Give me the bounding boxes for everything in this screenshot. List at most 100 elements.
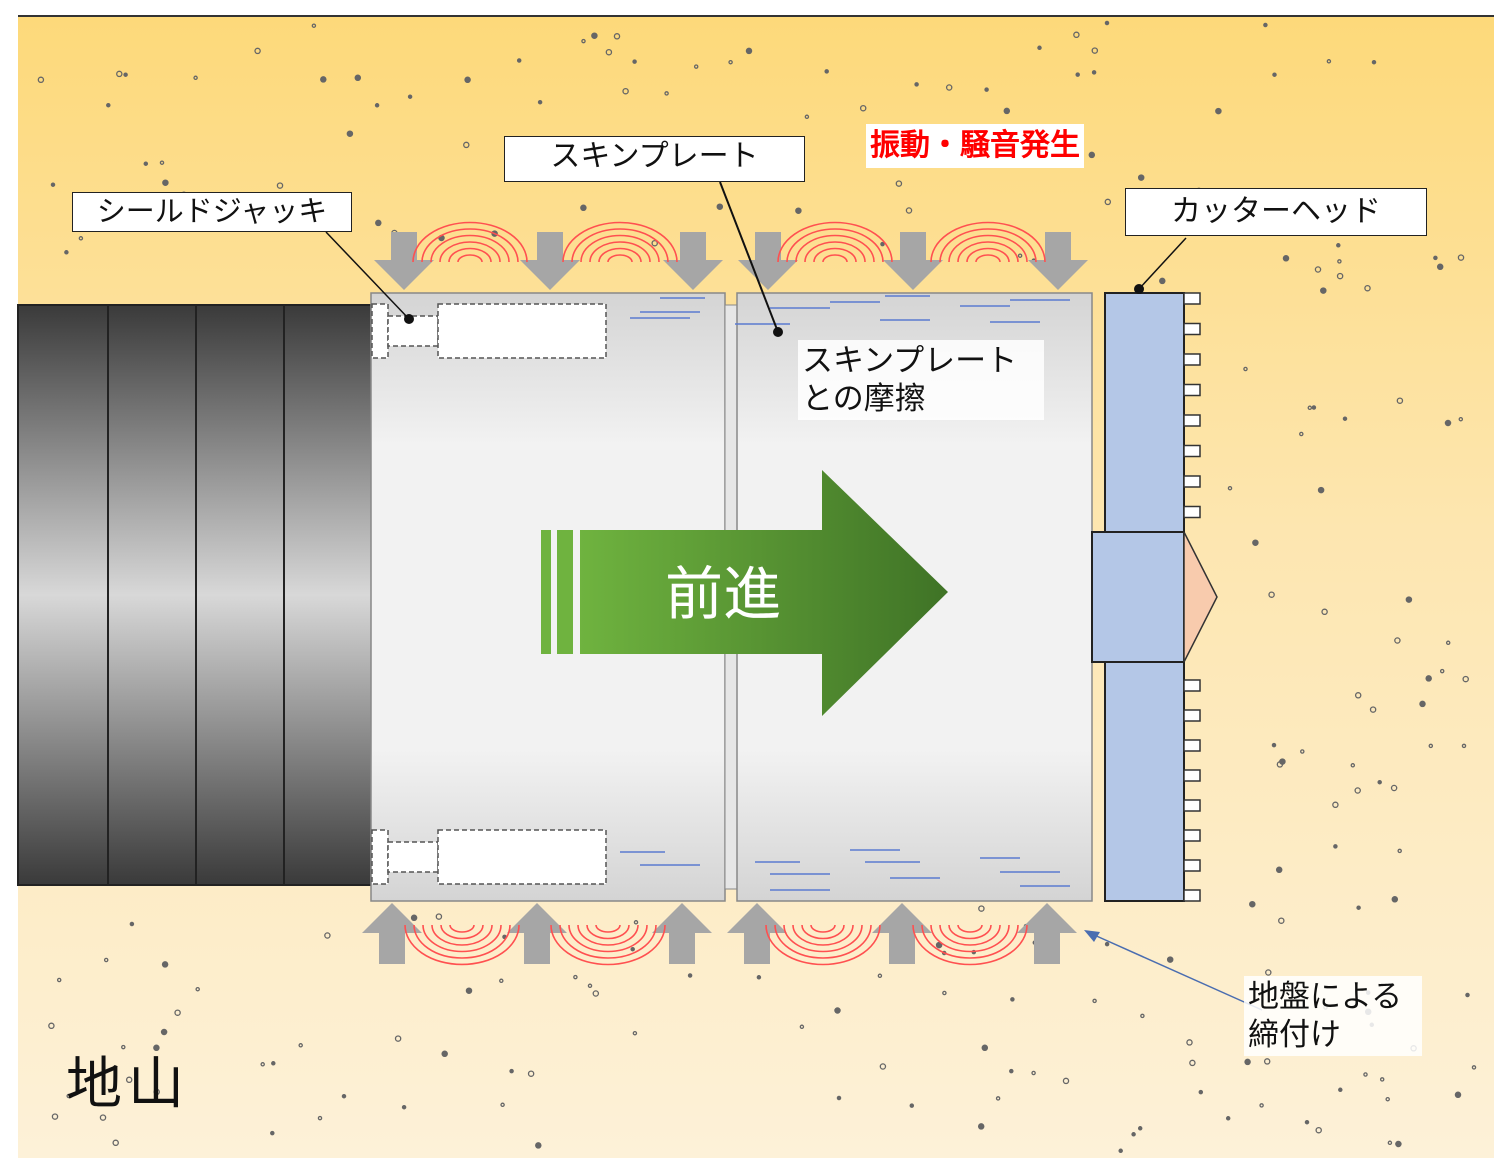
soil-dot bbox=[1336, 272, 1344, 280]
vibration-wave-arc bbox=[559, 924, 657, 959]
vibration-wave-arc bbox=[440, 924, 484, 940]
soil-dot bbox=[942, 990, 947, 996]
soil-dot bbox=[66, 1093, 71, 1099]
soil-dot bbox=[909, 1103, 915, 1108]
pressure-arrow-up bbox=[872, 903, 932, 964]
soil-dot bbox=[64, 250, 69, 255]
vibration-wave-arc bbox=[571, 228, 669, 263]
soil-dot bbox=[836, 1095, 842, 1101]
soil-dot bbox=[1215, 107, 1222, 115]
vibration-wave-arc bbox=[607, 254, 633, 263]
vibration-wave-arc bbox=[810, 924, 836, 933]
soil-dot bbox=[527, 1070, 535, 1077]
tunnel-segments bbox=[17, 304, 373, 886]
soil-dot bbox=[1265, 969, 1272, 976]
cutter-bit bbox=[1183, 859, 1201, 872]
soil-dot bbox=[1140, 1013, 1145, 1019]
pressure-arrow-up bbox=[507, 903, 567, 964]
soil-dot bbox=[1338, 1087, 1343, 1093]
advance-arrow bbox=[541, 470, 948, 716]
soil-dot bbox=[581, 38, 586, 44]
soil-dot bbox=[500, 1102, 505, 1108]
vibration-wave-arc bbox=[422, 924, 502, 953]
friction-label-line2: との摩擦 bbox=[802, 381, 926, 417]
vibration-wave-arc bbox=[577, 924, 639, 946]
soil-dot bbox=[1244, 1058, 1251, 1066]
vibration-wave-arc bbox=[813, 247, 857, 263]
soil-dot bbox=[591, 32, 598, 39]
soil-dot bbox=[1419, 700, 1426, 708]
soil-dot bbox=[499, 978, 504, 984]
soil-dot bbox=[161, 961, 169, 968]
vibration-wave-arc bbox=[595, 924, 621, 933]
soil-dot bbox=[1458, 416, 1464, 422]
soil-dot bbox=[799, 1024, 805, 1030]
soil-dot bbox=[317, 1115, 323, 1121]
soil-dot bbox=[56, 977, 62, 983]
vibration-wave-arc bbox=[801, 924, 845, 940]
vibration-wave-arc bbox=[792, 924, 854, 946]
vibration-wave-arc bbox=[804, 241, 866, 263]
soil-dot bbox=[410, 914, 418, 922]
cutter-bits bbox=[1183, 292, 1201, 902]
soil-dot bbox=[1186, 1039, 1193, 1046]
vibration-wave-arc bbox=[580, 234, 660, 263]
vibration-wave-arc bbox=[966, 247, 1010, 263]
soil-dot bbox=[537, 99, 543, 105]
soil-dot bbox=[1471, 1065, 1477, 1070]
vibration-wave-arc bbox=[795, 234, 875, 263]
soil-dot bbox=[1462, 675, 1469, 683]
soil-dot bbox=[622, 87, 629, 95]
soil-dot bbox=[311, 23, 317, 28]
soil-dot bbox=[50, 182, 56, 187]
vibration-wave-arc bbox=[786, 228, 884, 263]
vibration-wave-arc bbox=[448, 247, 492, 263]
vibration-wave-arc bbox=[404, 924, 520, 966]
soil-dot bbox=[116, 70, 123, 78]
soil-dot bbox=[1356, 905, 1361, 910]
soil-dot bbox=[270, 1130, 275, 1136]
vibration-wave-arc bbox=[598, 247, 642, 263]
soil-dot bbox=[1104, 941, 1110, 947]
soil-dot bbox=[1003, 107, 1011, 115]
soil-dot bbox=[1364, 284, 1371, 292]
soil-dot bbox=[630, 946, 635, 952]
soil-dot bbox=[174, 1009, 181, 1016]
soil-dot bbox=[1166, 956, 1174, 963]
soil-dot bbox=[193, 75, 198, 81]
cutter-bit bbox=[1183, 709, 1201, 722]
soil-dot bbox=[1282, 255, 1290, 262]
soil-dot bbox=[1397, 848, 1402, 854]
soil-dot bbox=[632, 1030, 638, 1036]
soil-dot bbox=[573, 974, 578, 980]
soil-dot bbox=[1198, 1089, 1204, 1095]
soil-dot bbox=[162, 179, 169, 186]
soil-dot bbox=[1332, 801, 1339, 809]
soil-dot bbox=[1159, 277, 1166, 285]
soil-dot bbox=[1461, 743, 1467, 749]
segment-ring bbox=[283, 304, 373, 886]
soil-dot bbox=[1271, 742, 1277, 748]
soil-dot bbox=[1387, 1140, 1393, 1146]
soil-dot bbox=[1457, 254, 1465, 261]
vibration-wave-arc bbox=[439, 241, 501, 263]
pressure-arrow-down bbox=[520, 232, 580, 290]
soil-dot bbox=[879, 1063, 887, 1070]
soil-dot bbox=[580, 204, 587, 212]
soil-dot bbox=[1428, 743, 1434, 749]
pressure-arrow-down bbox=[883, 232, 943, 290]
soil-dot bbox=[914, 82, 919, 87]
soil-dot bbox=[1326, 59, 1332, 64]
cutter-bit bbox=[1183, 739, 1201, 752]
natural-ground-label: 地山 bbox=[66, 1052, 190, 1117]
vibration-wave-arc bbox=[457, 254, 483, 263]
vibration-wave-arc bbox=[822, 254, 848, 263]
cutter-bit bbox=[1183, 475, 1201, 488]
soil-dot bbox=[756, 975, 762, 980]
pressure-arrow-up bbox=[727, 903, 787, 964]
vibration-wave-arc bbox=[765, 924, 881, 966]
vibration-wave-arc bbox=[568, 924, 648, 953]
soil-dot bbox=[795, 207, 802, 214]
soil-dot bbox=[341, 1093, 347, 1099]
soil-dot bbox=[693, 64, 699, 69]
